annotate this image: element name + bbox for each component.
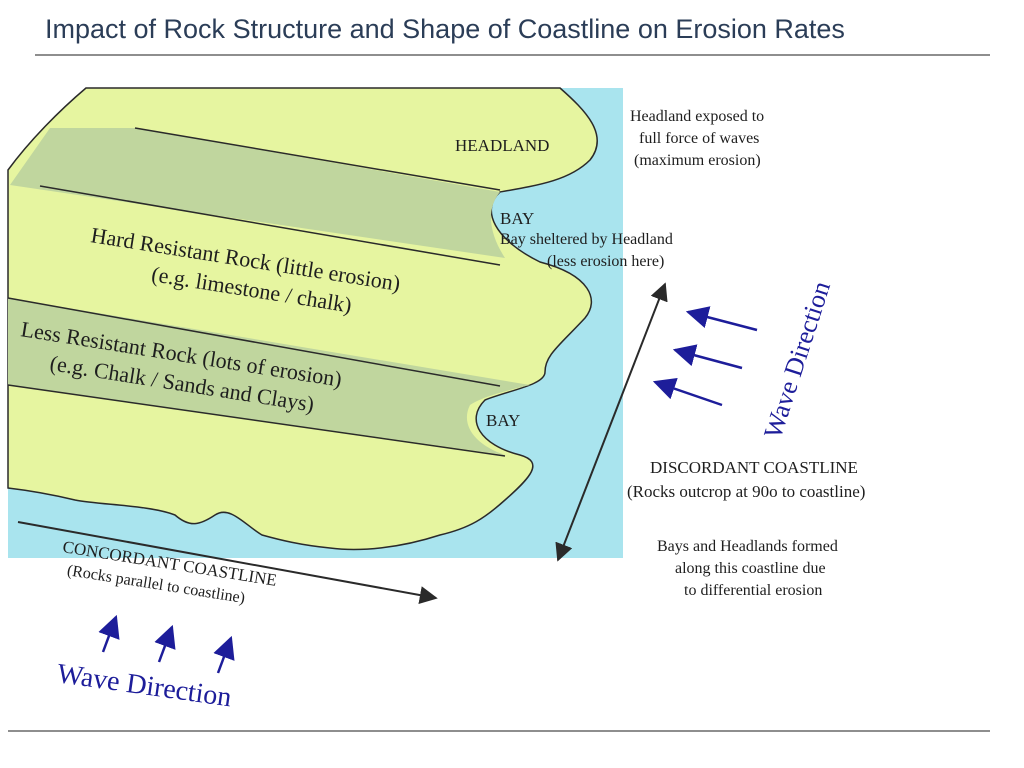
band-less-resistant-upper	[10, 128, 505, 258]
wave-direction-bottom-label: Wave Direction	[55, 658, 233, 713]
page-title: Impact of Rock Structure and Shape of Co…	[45, 14, 845, 44]
wave-direction-right-label: Wave Direction	[758, 278, 836, 442]
wave-arrow-icon	[672, 344, 743, 370]
wave-arrow-icon	[154, 624, 176, 663]
strata-line	[134, 127, 501, 191]
discordant-note-line-2: along this coastline due	[675, 560, 826, 577]
headland-note-line-1: Headland exposed to	[630, 108, 764, 125]
concordant-coast-arrow	[17, 521, 438, 604]
discordant-coast-double-arrow	[555, 282, 668, 562]
strata-line	[7, 384, 506, 457]
discordant-note-line-3: to differential erosion	[684, 582, 822, 599]
strata-line	[7, 297, 501, 387]
headland-label: HEADLAND	[455, 136, 549, 155]
headland-note-line-2: full force of waves	[639, 130, 759, 147]
band-less-resistant-lower	[8, 298, 530, 455]
wave-arrow-icon	[685, 306, 758, 332]
bay-note-line-1: Bay sheltered by Headland	[500, 231, 673, 248]
bay-bottom-label: BAY	[486, 411, 520, 430]
wave-arrow-icon	[98, 614, 120, 653]
discordant-title: DISCORDANT COASTLINE	[650, 458, 858, 477]
wave-arrow-icon	[652, 377, 723, 407]
discordant-subtitle: (Rocks outcrop at 90o to coastline)	[627, 482, 865, 501]
bay-note-line-2: (less erosion here)	[547, 253, 664, 270]
discordant-note-line-1: Bays and Headlands formed	[657, 538, 838, 555]
title-divider	[35, 54, 990, 56]
wave-arrow-icon	[213, 635, 235, 674]
bay-top-label: BAY	[500, 209, 534, 228]
strata-line	[39, 185, 501, 266]
bottom-divider	[8, 730, 990, 732]
headland-note-line-3: (maximum erosion)	[634, 152, 761, 169]
